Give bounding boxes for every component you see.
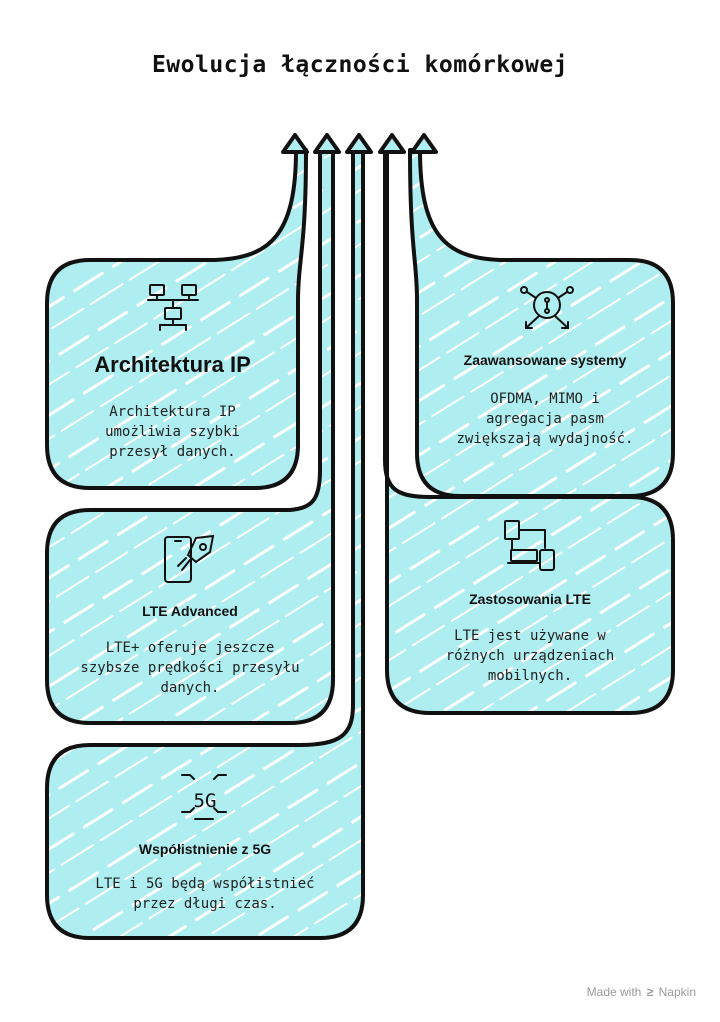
arrow-heads xyxy=(281,133,438,154)
desc-line: umożliwia szybki xyxy=(105,424,240,440)
connected-devices-icon xyxy=(504,520,555,571)
desc-line: przesył danych. xyxy=(109,444,236,460)
footer-credit: Made with ≥ Napkin xyxy=(587,985,696,999)
arrow-head-2 xyxy=(313,133,341,154)
5g-icon: 5G xyxy=(181,774,227,820)
card-desc-architektura-ip: Architektura IP umożliwia szybki przesył… xyxy=(47,402,298,462)
desc-line: agregacja pasm xyxy=(485,411,604,427)
network-computers-icon xyxy=(147,284,199,331)
5g-icon-label: 5G xyxy=(194,790,217,812)
desc-line: LTE jest używane w xyxy=(454,628,606,644)
desc-line: OFDMA, MIMO i xyxy=(490,391,600,407)
desc-line: przez długi czas. xyxy=(133,896,277,912)
desc-line: różnych urządzeniach xyxy=(445,648,615,664)
desc-line: LTE+ oferuje jeszcze xyxy=(105,640,275,656)
antenna-signal-icon xyxy=(520,286,574,329)
path-zastosowania-lte xyxy=(383,148,675,715)
desc-line: Architektura IP xyxy=(109,404,236,420)
desc-line: danych. xyxy=(160,680,220,696)
card-desc-wspolistnienie-5g: LTE i 5G będą współistnieć przez długi c… xyxy=(47,874,363,914)
desc-line: mobilnych. xyxy=(487,668,573,684)
arrow-head-3 xyxy=(345,133,373,154)
card-desc-zaawansowane-systemy: OFDMA, MIMO i agregacja pasm zwiększają … xyxy=(417,389,673,449)
card-title-architektura-ip: Architektura IP xyxy=(94,352,251,377)
arrow-head-5 xyxy=(410,133,438,154)
desc-line: szybsze prędkości przesyłu xyxy=(80,660,300,676)
card-desc-lte-advanced: LTE+ oferuje jeszcze szybsze prędkości p… xyxy=(47,638,333,698)
path-lte-advanced xyxy=(45,148,335,725)
footer-brand: Napkin xyxy=(658,985,696,999)
path-zaawansowane-systemy xyxy=(408,148,675,498)
desc-line: LTE i 5G będą współistnieć xyxy=(95,876,315,892)
path-wspolistnienie-5g xyxy=(45,148,365,940)
desc-line: zwiększają wydajność. xyxy=(456,431,634,447)
card-desc-zastosowania-lte: LTE jest używane w różnych urządzeniach … xyxy=(387,626,673,686)
card-title-zaawansowane-systemy: Zaawansowane systemy xyxy=(463,352,627,368)
card-title-zastosowania-lte: Zastosowania LTE xyxy=(469,591,591,607)
phone-rocket-icon xyxy=(164,534,215,583)
arrow-head-1 xyxy=(281,133,309,154)
arrow-head-4 xyxy=(378,133,406,154)
card-title-lte-advanced: LTE Advanced xyxy=(142,603,238,619)
napkin-logo-icon: ≥ xyxy=(646,985,654,999)
card-title-wspolistnienie-5g: Współistnienie z 5G xyxy=(138,841,272,857)
page-title: Ewolucja łączności komórkowej xyxy=(151,52,569,78)
footer-made-with: Made with xyxy=(586,985,642,999)
